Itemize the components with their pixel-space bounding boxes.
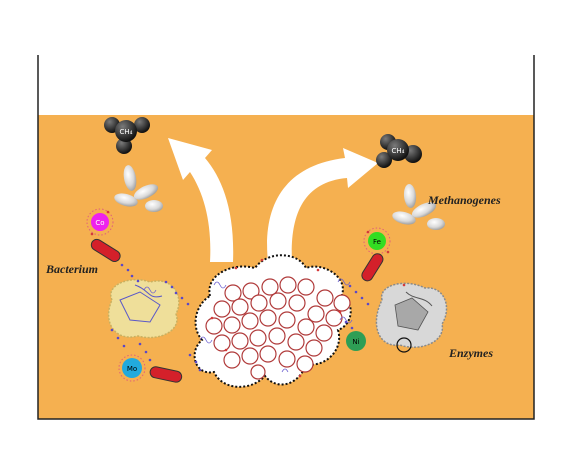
metal-fe: Fe [363,227,391,255]
metal-mo-symbol: Mo [127,365,137,373]
metal-fe-symbol: Fe [373,238,381,246]
methane-label-left: CH₄ [120,128,133,136]
bacterium-rod-left [90,238,121,262]
organic-chain-marks [143,278,353,373]
bacterium-rod-bottom [149,366,183,383]
right-gas-arrow [267,148,378,262]
bacterial-protein-structure [107,278,180,339]
dotted-chains [110,263,370,372]
methanogenes-label: Methanogenes [427,193,501,207]
metal-co: Co [86,208,114,236]
enzyme-structure [375,282,448,353]
metal-co-symbol: Co [95,219,104,227]
particle-circles [205,276,351,380]
metal-ni: Ni [346,331,366,351]
bacterium-label: Bacterium [45,262,98,276]
methanogen-cells-left [114,165,163,212]
headspace [38,55,534,115]
container-outline [37,55,535,420]
methane-label-right: CH₄ [392,147,405,155]
methane-molecule-right: CH₄ [376,134,422,168]
red-dots [90,210,406,378]
metal-ni-symbol: Ni [352,338,359,346]
methane-molecule-left: CH₄ [104,117,150,154]
methanogen-cells-right [392,184,445,230]
bacterium-rod-right [361,253,384,282]
enzymes-label: Enzymes [448,346,493,360]
metal-mo: Mo [118,354,146,382]
left-gas-arrow [168,138,234,262]
